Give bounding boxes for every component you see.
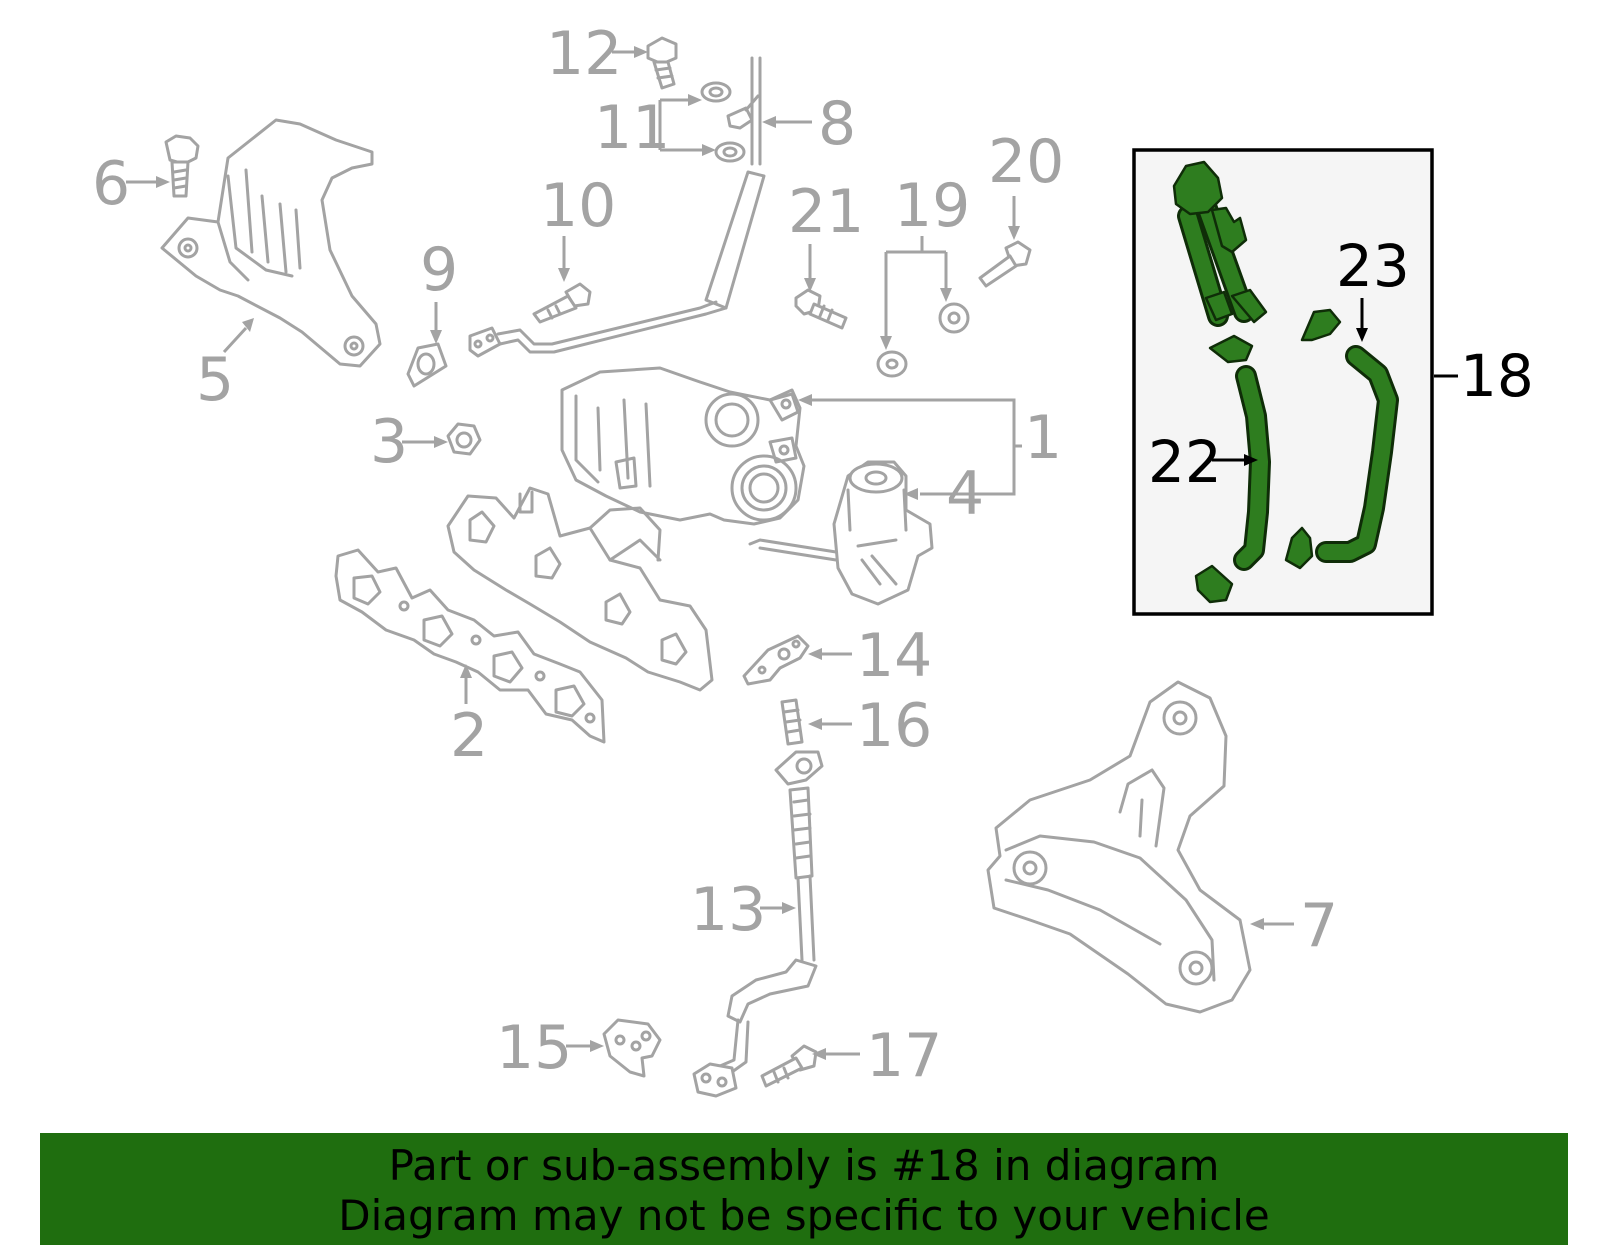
- inset-part-18: 23 22: [1132, 148, 1434, 616]
- callout-2: 2: [450, 664, 488, 771]
- part-15-gasket: [602, 1018, 662, 1078]
- hose-23: [1284, 308, 1399, 570]
- callout-7: 7: [1250, 891, 1338, 961]
- svg-text:20: 20: [988, 127, 1064, 197]
- part-10-bolt: [532, 282, 592, 324]
- part-3-nut: [446, 422, 482, 456]
- svg-text:16: 16: [856, 691, 932, 761]
- svg-text:4: 4: [946, 459, 984, 529]
- part-17-bolt: [760, 1044, 818, 1088]
- part-13-oil-return: [692, 750, 824, 1098]
- part-20-bolt: [978, 240, 1032, 288]
- callout-17: 17: [812, 1021, 942, 1091]
- svg-text:17: 17: [866, 1021, 942, 1091]
- callout-22: 22: [1148, 428, 1258, 496]
- svg-text:19: 19: [894, 171, 970, 241]
- svg-text:11: 11: [594, 93, 670, 163]
- part-8-oil-line: [468, 56, 766, 358]
- callout-23: 23: [1336, 232, 1410, 342]
- callout-15: 15: [496, 1013, 604, 1083]
- part-14-flange: [742, 634, 810, 686]
- svg-text:3: 3: [370, 407, 408, 477]
- callout-8: 8: [762, 89, 856, 159]
- part-9-gasket: [406, 342, 448, 388]
- callout-18: 18: [1434, 342, 1534, 410]
- coolant-pipe-assembly: [1172, 160, 1268, 327]
- svg-text:5: 5: [196, 345, 234, 415]
- part-16-stud: [780, 698, 804, 746]
- part-19-washers: [876, 302, 970, 378]
- callout-14: 14: [808, 621, 932, 691]
- part-11-washers: [700, 81, 746, 163]
- svg-text:9: 9: [420, 235, 458, 305]
- callout-10: 10: [540, 171, 616, 282]
- svg-text:23: 23: [1336, 232, 1410, 300]
- callout-20: 20: [988, 127, 1064, 240]
- footer-line-1: Part or sub-assembly is #18 in diagram: [388, 1141, 1220, 1190]
- part-12-bolt: [646, 36, 678, 90]
- svg-text:18: 18: [1460, 342, 1534, 410]
- callout-6: 6: [92, 149, 170, 219]
- callout-9: 9: [420, 235, 458, 344]
- part-6-bolt: [164, 134, 200, 198]
- svg-text:14: 14: [856, 621, 932, 691]
- part-4-actuator: [748, 460, 934, 606]
- svg-text:21: 21: [788, 177, 864, 247]
- svg-text:1: 1: [1024, 403, 1062, 473]
- svg-text:7: 7: [1300, 891, 1338, 961]
- svg-text:6: 6: [92, 149, 130, 219]
- callout-1: 1: [798, 394, 1062, 500]
- callout-16: 16: [808, 691, 932, 761]
- part-21-bolt: [794, 288, 848, 330]
- footer-banner: Part or sub-assembly is #18 in diagram D…: [40, 1133, 1568, 1245]
- part-7-heat-shield: [986, 680, 1252, 1014]
- svg-text:15: 15: [496, 1013, 572, 1083]
- part-1-turbocharger: [560, 366, 806, 526]
- callout-21: 21: [788, 177, 864, 292]
- footer-line-2: Diagram may not be specific to your vehi…: [338, 1191, 1270, 1240]
- part-5-heat-shield: [160, 118, 382, 368]
- svg-text:22: 22: [1148, 428, 1222, 496]
- callout-3: 3: [370, 407, 448, 477]
- callout-11: 11: [594, 93, 716, 163]
- callout-12: 12: [546, 19, 648, 89]
- svg-text:2: 2: [450, 701, 488, 771]
- part-2-gasket: [334, 548, 606, 744]
- callout-19: 19: [880, 171, 970, 350]
- svg-text:13: 13: [690, 875, 766, 945]
- svg-text:10: 10: [540, 171, 616, 241]
- svg-text:8: 8: [818, 89, 856, 159]
- callout-5: 5: [196, 318, 254, 415]
- callout-13: 13: [690, 875, 796, 945]
- part-exhaust-manifold: [446, 486, 714, 692]
- callout-4: 4: [946, 459, 984, 529]
- hose-22: [1194, 334, 1271, 604]
- svg-text:12: 12: [546, 19, 622, 89]
